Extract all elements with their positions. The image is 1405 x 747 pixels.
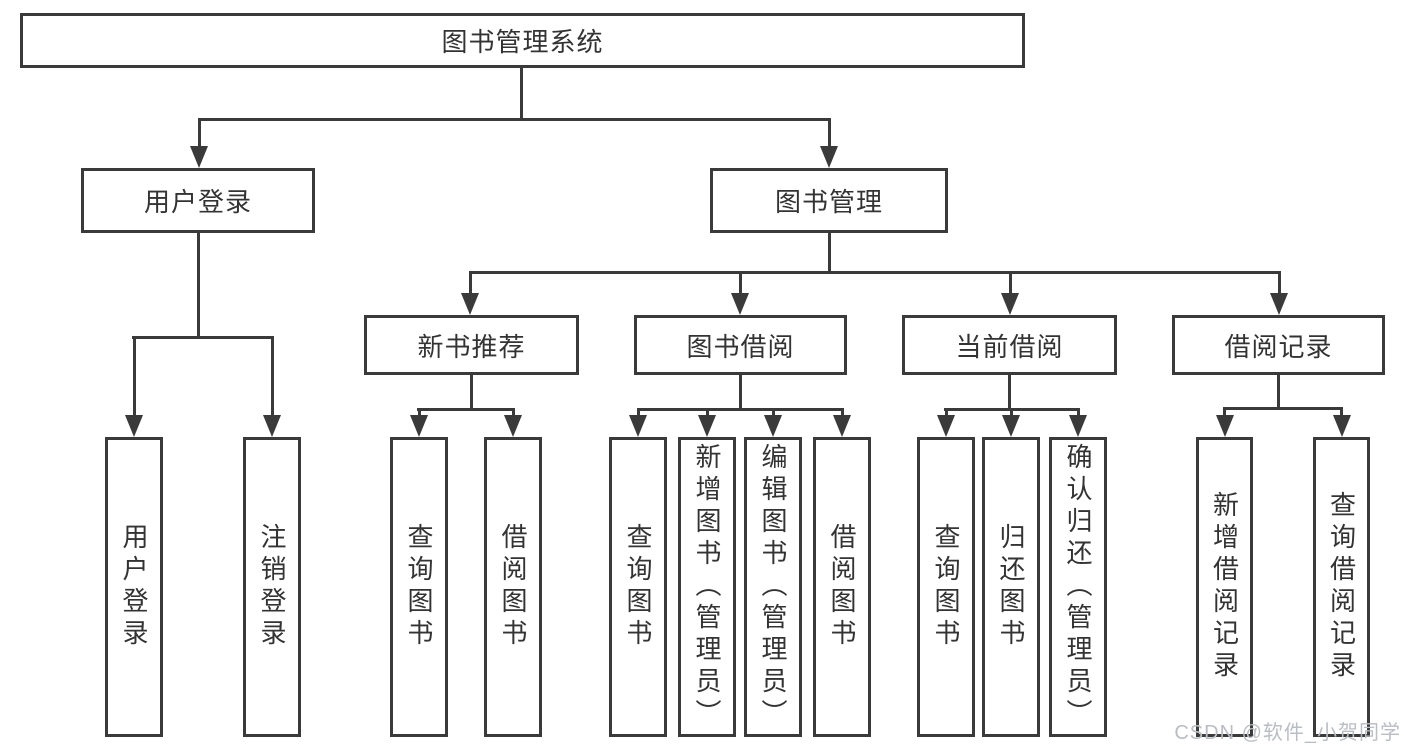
leaf-query-books-recommend: 查询图书 bbox=[390, 437, 448, 737]
leaf-user-login: 用户登录 bbox=[105, 437, 163, 737]
connector-current-down bbox=[1008, 375, 1011, 408]
node-current-borrow: 当前借阅 bbox=[902, 315, 1117, 375]
arrow-down-icon bbox=[504, 415, 522, 437]
node-borrow-records: 借阅记录 bbox=[1172, 315, 1385, 375]
leaf-query-books-current: 查询图书 bbox=[917, 437, 975, 737]
connector-leaf-stem bbox=[841, 408, 844, 418]
node-book-management: 图书管理 bbox=[710, 168, 948, 233]
arrow-down-icon bbox=[410, 415, 428, 437]
connector-module-stem bbox=[469, 271, 472, 295]
leaf-label: 确认归还（管理员） bbox=[1063, 443, 1093, 731]
node-library-management-system: 图书管理系统 bbox=[20, 13, 1025, 68]
arrow-down-icon bbox=[937, 415, 955, 437]
connector-leaf-stem bbox=[945, 408, 948, 418]
connector-borrow-down bbox=[739, 375, 742, 408]
connector-level2-hline bbox=[469, 271, 1281, 274]
arrow-down-icon bbox=[190, 146, 208, 168]
connector-leaf-stem bbox=[1077, 408, 1080, 418]
leaf-label: 编辑图书（管理员） bbox=[758, 443, 788, 731]
node-label: 当前借阅 bbox=[955, 331, 1064, 362]
arrow-down-icon bbox=[1001, 293, 1019, 315]
connector-user-login-down bbox=[197, 233, 200, 336]
leaf-edit-book-admin: 编辑图书（管理员） bbox=[744, 437, 802, 737]
connector-leaf-stem bbox=[418, 408, 421, 418]
connector-user-login-stem bbox=[198, 118, 201, 150]
arrow-down-icon bbox=[629, 415, 647, 437]
arrow-down-icon bbox=[1002, 415, 1020, 437]
arrow-down-icon bbox=[731, 293, 749, 315]
connector-leaf-stem bbox=[133, 336, 136, 417]
leaf-label: 用户登录 bbox=[119, 523, 149, 651]
arrow-down-icon bbox=[1216, 415, 1234, 437]
leaf-borrow-books: 借阅图书 bbox=[813, 437, 871, 737]
connector-root-stem bbox=[520, 68, 523, 118]
node-book-borrow: 图书借阅 bbox=[634, 315, 847, 375]
leaf-label: 新增借阅记录 bbox=[1209, 491, 1240, 683]
leaf-label: 注销登录 bbox=[257, 523, 287, 651]
leaf-logout: 注销登录 bbox=[243, 437, 301, 737]
node-user-login: 用户登录 bbox=[81, 168, 315, 233]
connector-module-stem bbox=[1009, 271, 1012, 295]
arrow-down-icon bbox=[263, 415, 281, 437]
connector-leaf-stem bbox=[1340, 407, 1343, 418]
leaf-label: 新增图书（管理员） bbox=[692, 443, 722, 731]
connector-leaf-stem bbox=[706, 408, 709, 418]
leaf-label: 归还图书 bbox=[996, 523, 1026, 651]
connector-book-management-stem bbox=[828, 118, 831, 150]
connector-leaf-stem bbox=[1223, 407, 1226, 418]
connector-level1-hline bbox=[198, 118, 831, 121]
arrow-down-icon bbox=[820, 146, 838, 168]
connector-records-hline bbox=[1223, 407, 1343, 410]
connector-recommend-hline bbox=[417, 408, 515, 411]
leaf-query-books-borrow: 查询图书 bbox=[609, 437, 667, 737]
node-label: 新书推荐 bbox=[417, 331, 526, 362]
connector-leaf-stem bbox=[772, 408, 775, 418]
node-label: 用户登录 bbox=[143, 187, 252, 217]
connector-leaf-stem bbox=[1010, 408, 1013, 418]
arrow-down-icon bbox=[833, 415, 851, 437]
connector-module-stem bbox=[739, 271, 742, 295]
leaf-return-books: 归还图书 bbox=[982, 437, 1040, 737]
arrow-down-icon bbox=[698, 415, 716, 437]
leaf-add-book-admin: 新增图书（管理员） bbox=[678, 437, 736, 737]
connector-book-management-down bbox=[828, 233, 831, 271]
connector-borrow-hline bbox=[637, 408, 844, 411]
connector-records-down bbox=[1277, 375, 1280, 407]
arrow-down-icon bbox=[461, 293, 479, 315]
leaf-add-borrow-record: 新增借阅记录 bbox=[1196, 437, 1253, 737]
leaf-label: 查询图书 bbox=[404, 523, 434, 651]
leaf-label: 借阅图书 bbox=[498, 523, 528, 651]
connector-leaf-stem bbox=[637, 408, 640, 418]
leaf-label: 查询图书 bbox=[623, 523, 653, 651]
arrow-down-icon bbox=[764, 415, 782, 437]
arrow-down-icon bbox=[1333, 415, 1351, 437]
connector-leaf-stem bbox=[512, 408, 515, 418]
connector-user-login-hline bbox=[132, 336, 274, 339]
leaf-label: 查询借阅记录 bbox=[1326, 491, 1357, 683]
node-label: 借阅记录 bbox=[1224, 331, 1333, 362]
arrow-down-icon bbox=[1270, 293, 1288, 315]
node-new-book-recommend: 新书推荐 bbox=[364, 315, 579, 375]
node-label: 图书借阅 bbox=[686, 331, 795, 362]
leaf-query-borrow-record: 查询借阅记录 bbox=[1313, 437, 1370, 737]
leaf-borrow-books-recommend: 借阅图书 bbox=[484, 437, 542, 737]
leaf-label: 查询图书 bbox=[931, 523, 961, 651]
leaf-confirm-return-admin: 确认归还（管理员） bbox=[1049, 437, 1107, 737]
node-label: 图书管理系统 bbox=[441, 27, 604, 57]
connector-leaf-stem bbox=[271, 336, 274, 417]
connector-recommend-down bbox=[470, 375, 473, 408]
leaf-label: 借阅图书 bbox=[827, 523, 857, 651]
arrow-down-icon bbox=[125, 415, 143, 437]
node-label: 图书管理 bbox=[774, 187, 883, 217]
csdn-watermark: CSDN @软件_小贺同学 bbox=[1174, 722, 1401, 744]
connector-module-stem bbox=[1278, 271, 1281, 295]
arrow-down-icon bbox=[1069, 415, 1087, 437]
